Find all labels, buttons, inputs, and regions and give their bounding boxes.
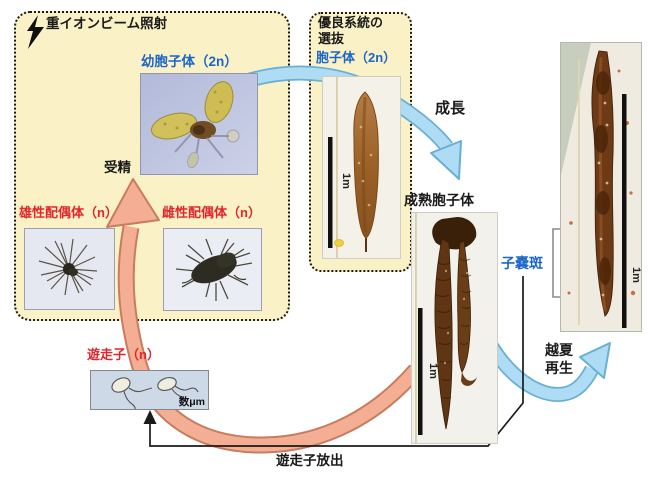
regrown-sporophyte-photo: 1m <box>560 42 642 332</box>
young-kelp-photo: 1m <box>322 76 401 259</box>
young-sporophyte-label: 幼胞子体（2n） <box>141 54 238 69</box>
sorus-bracket-right <box>552 228 562 298</box>
regeneration-arrow <box>485 342 611 402</box>
zoospore-cycle-arrow <box>106 178 423 454</box>
zoospore-box: 数μm <box>90 370 209 411</box>
scale-bar-label: 1m <box>630 267 641 283</box>
mature-sporophyte-photo: 1m <box>411 212 498 444</box>
zoospore-release-label: 遊走子放出 <box>276 453 344 468</box>
male-gametophyte-photo <box>24 228 115 310</box>
selection-title: 優良系統の選抜 <box>318 15 384 47</box>
female-gametophyte-label: 雌性配偶体（n） <box>162 205 261 220</box>
irradiation-title: 重イオンビーム照射 <box>46 16 168 31</box>
young-sporophyte-photo <box>140 73 258 175</box>
zoospore-label: 遊走子（n） <box>87 347 160 362</box>
oversummer-regeneration-label: 越夏 再生 <box>545 342 573 376</box>
zoospore-release-arrowhead <box>143 410 157 424</box>
scale-bar-label: 1m <box>340 173 352 189</box>
mature-sporophyte-label: 成熟胞子体 <box>404 192 474 208</box>
lightning-bolt-icon <box>24 15 45 55</box>
growth-label: 成長 <box>435 100 466 117</box>
sorus-label: 子嚢斑 <box>501 255 543 271</box>
zoospore-scale-label: 数μm <box>178 396 205 408</box>
zoospore-illustration <box>111 376 199 411</box>
fertilization-label: 受精 <box>104 160 131 175</box>
zoospore-release-line <box>143 276 524 447</box>
male-gametophyte-label: 雄性配偶体（n） <box>19 205 118 220</box>
female-gametophyte-photo <box>163 228 262 311</box>
sporophyte-label: 胞子体（2n） <box>316 50 397 65</box>
scale-bar-label: 1m <box>427 363 439 379</box>
